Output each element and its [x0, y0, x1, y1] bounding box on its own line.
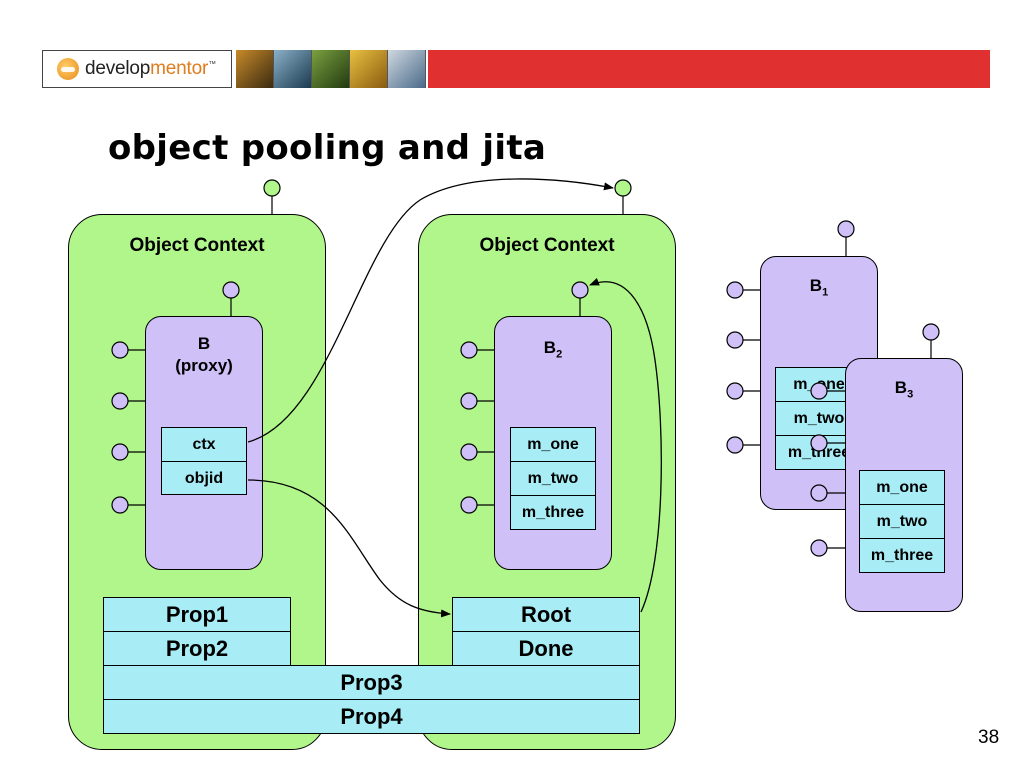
- field-objid: objid: [184, 470, 224, 487]
- b2-field-stack: m_one m_two m_three: [510, 427, 596, 530]
- b3-field-stack: m_one m_two m_three: [859, 470, 945, 573]
- interface-lollipop-icon: [810, 539, 828, 557]
- interface-lollipop-icon: [263, 179, 281, 197]
- interface-lollipop-icon: [614, 179, 632, 197]
- context-label: Object Context: [129, 235, 265, 256]
- interface-lollipop-icon: [460, 496, 478, 514]
- slide-title: object pooling and jita: [108, 128, 547, 168]
- header-thumbnail-icon: [312, 50, 350, 88]
- interface-lollipop-icon: [726, 281, 744, 299]
- interface-lollipop-icon: [460, 392, 478, 410]
- header-thumbnail-icon: [236, 50, 274, 88]
- object-label: B2: [543, 338, 563, 361]
- ctx-to-context-arrow: [247, 178, 614, 443]
- context-label: Object Context: [479, 235, 615, 256]
- field-m-three: m_three: [787, 444, 851, 461]
- interface-lollipop-icon: [810, 434, 828, 452]
- object-name: B: [197, 334, 211, 353]
- root-to-b2-arrow: [589, 277, 662, 613]
- interface-lollipop-icon: [837, 220, 855, 238]
- interface-lollipop-icon: [810, 484, 828, 502]
- interface-lollipop-icon: [111, 496, 129, 514]
- field-ctx: ctx: [162, 428, 246, 462]
- interface-lollipop-icon: [111, 392, 129, 410]
- interface-lollipop-icon: [460, 341, 478, 359]
- prop1-box: Prop1: [103, 597, 291, 632]
- objid-to-root-arrow: [247, 479, 451, 618]
- header-thumbnail-icon: [274, 50, 312, 88]
- header-thumbnail-icon: [350, 50, 388, 88]
- interface-lollipop-icon: [726, 436, 744, 454]
- interface-lollipop-icon: [726, 331, 744, 349]
- brand-name: developmentor™: [85, 58, 216, 79]
- interface-lollipop-icon: [810, 382, 828, 400]
- object-label: B1: [809, 276, 829, 299]
- field-m-one: m_one: [511, 428, 595, 462]
- root-box: Root: [452, 597, 640, 632]
- header-thumbnail-icon: [388, 50, 426, 88]
- page-number: 38: [978, 727, 1000, 748]
- done-box: Done: [452, 631, 640, 666]
- interface-lollipop-icon: [460, 443, 478, 461]
- field-m-three: m_three: [870, 547, 934, 564]
- object-label: B3: [894, 378, 914, 401]
- prop4-box: Prop4: [103, 699, 640, 734]
- interface-lollipop-icon: [222, 281, 240, 299]
- brand-logo-icon: [57, 58, 79, 80]
- field-m-two: m_two: [511, 462, 595, 496]
- header-red-bar: [428, 50, 990, 88]
- prop2-box: Prop2: [103, 631, 291, 666]
- proxy-field-stack: ctx objid: [161, 427, 247, 495]
- interface-lollipop-icon: [111, 443, 129, 461]
- field-m-two: m_two: [860, 505, 944, 539]
- field-m-three: m_three: [521, 504, 585, 521]
- object-label: B (proxy): [146, 333, 262, 377]
- header-image-strip: [236, 50, 426, 88]
- interface-lollipop-icon: [726, 382, 744, 400]
- interface-lollipop-icon: [922, 323, 940, 341]
- object-kind: (proxy): [175, 356, 233, 375]
- interface-lollipop-icon: [111, 341, 129, 359]
- field-m-one: m_one: [860, 471, 944, 505]
- interface-lollipop-icon: [571, 281, 589, 299]
- developmentor-logo: developmentor™: [42, 50, 232, 88]
